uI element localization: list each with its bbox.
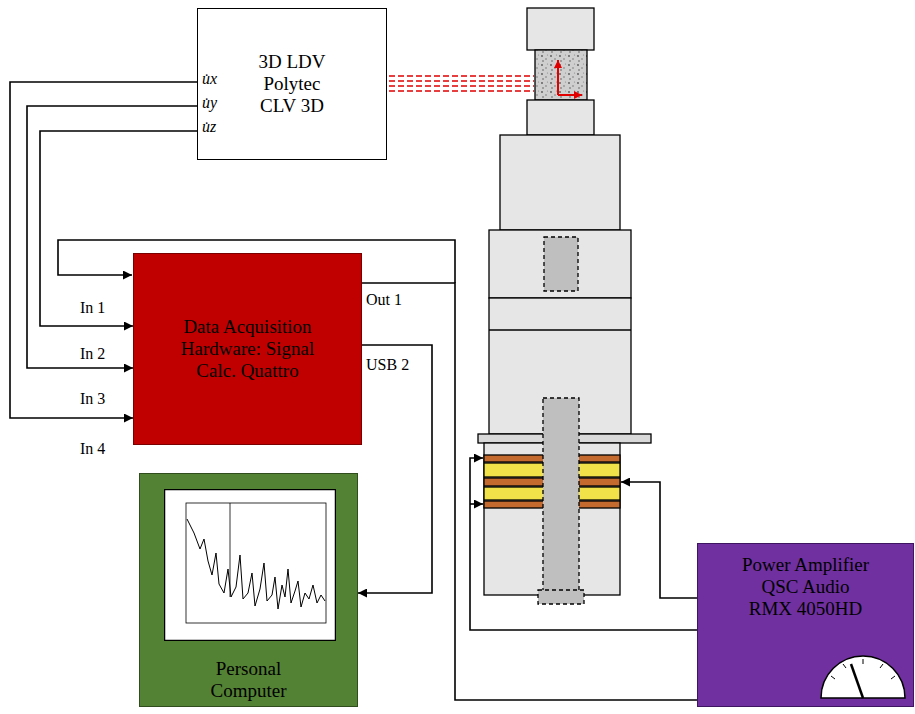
lower-cap — [527, 100, 594, 135]
laser-beams — [389, 76, 534, 91]
port-name: In 2 — [80, 345, 105, 363]
signal-wire — [358, 345, 432, 593]
amplifier-box: Power Amplifier QSC Audio RMX 4050HD — [697, 543, 914, 707]
instrument-box: 3D LDV Polytec CLV 3D — [197, 8, 387, 160]
signal-name: u̇x — [202, 70, 217, 88]
daq-box: Data Acquisition Hardware: Signal Calc. … — [133, 253, 362, 445]
top-cap — [527, 8, 594, 50]
horn-middle — [489, 230, 631, 298]
nut — [538, 590, 584, 604]
port-name: In 3 — [80, 390, 105, 408]
motion-arrows — [558, 60, 582, 95]
signal-name: u̇z — [202, 118, 216, 136]
signal-name: u̇y — [202, 94, 217, 112]
level-meter — [817, 626, 909, 702]
horn-step — [489, 329, 631, 330]
box-title: Power Amplifier QSC Audio RMX 4050HD — [742, 554, 870, 620]
bolt — [543, 398, 579, 592]
port-name: USB 2 — [366, 356, 409, 374]
stud — [544, 237, 578, 291]
monitor-screen — [164, 489, 336, 641]
box-title: Personal Computer — [189, 658, 309, 702]
horn-upper — [500, 135, 620, 230]
port-name: In 1 — [80, 299, 105, 317]
drive-wires — [470, 458, 697, 630]
computer-box: Personal Computer — [139, 473, 358, 707]
box-title: Data Acquisition Hardware: Signal Calc. … — [179, 316, 317, 382]
port-name: In 4 — [80, 440, 105, 458]
box-title: 3D LDV Polytec CLV 3D — [246, 51, 338, 117]
port-name: Out 1 — [366, 291, 402, 309]
specimen — [535, 50, 587, 100]
